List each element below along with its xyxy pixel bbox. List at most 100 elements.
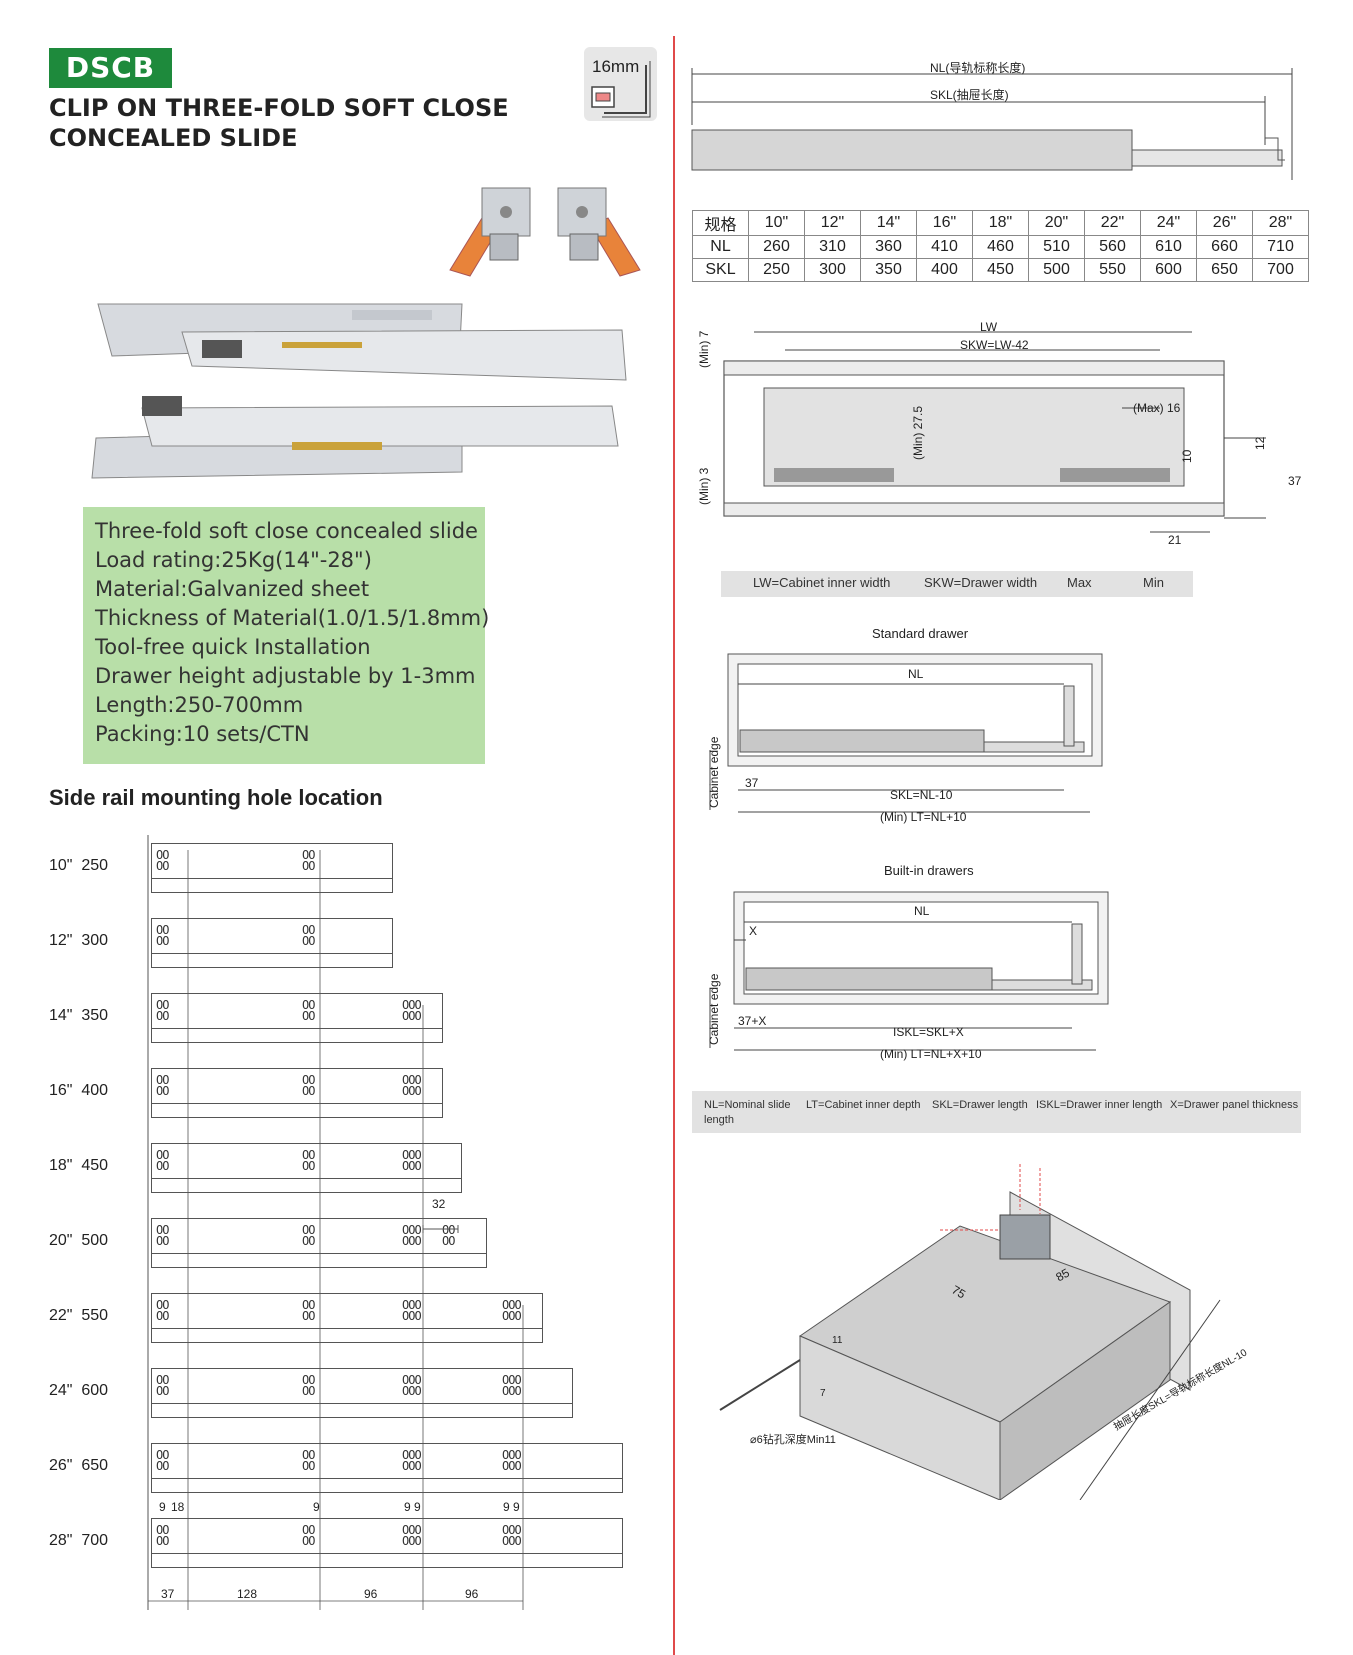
thickness-label: 16mm: [592, 57, 640, 76]
cabinet-edge-label: Cabinet edge: [707, 973, 721, 1045]
spec-cell: 600: [1140, 258, 1197, 282]
drill-note: ⌀6钻孔深度Min11: [750, 1434, 836, 1446]
d21-label: 21: [1168, 533, 1182, 547]
column-divider: [673, 36, 675, 1655]
nl-label: NL: [914, 904, 930, 918]
spec-cell: 410: [916, 235, 973, 259]
iskl-label: ISKL=SKL+X: [893, 1025, 964, 1039]
dim-96: 96: [364, 1587, 378, 1601]
spec-cell: 400: [916, 258, 973, 282]
rail-row-label: 22" 550: [49, 1307, 109, 1324]
spec-cell: 500: [1028, 258, 1085, 282]
spec-cell: 10": [748, 210, 805, 236]
spec-cell: 24": [1140, 210, 1197, 236]
min275-label: (Min) 27.5: [911, 405, 925, 460]
spec-cell: 550: [1084, 258, 1141, 282]
spec-cell: 260: [748, 235, 805, 259]
dim-9: 9: [513, 1500, 520, 1514]
rail-row-label: 14" 350: [49, 1007, 109, 1024]
spec-cell: 560: [1084, 235, 1141, 259]
d12-label: 12: [1253, 436, 1267, 450]
d37-label: 37: [745, 776, 759, 790]
spec-cell: 610: [1140, 235, 1197, 259]
x-label: X: [749, 924, 758, 938]
dim-9: 9: [503, 1500, 510, 1514]
spec-cell: 28": [1252, 210, 1309, 236]
standard-drawer-title: Standard drawer: [872, 626, 969, 641]
dim-37: 37: [161, 1587, 175, 1601]
min7-label: (Min) 7: [697, 330, 711, 368]
spec-cell: 310: [804, 235, 861, 259]
spec-cell: 360: [860, 235, 917, 259]
spec-cell: 规格: [692, 210, 749, 236]
spec-cell: 12": [804, 210, 861, 236]
spec-cell: 350: [860, 258, 917, 282]
definitions-legend: NL=Nominal slide LT=Cabinet inner depth …: [692, 1091, 1301, 1133]
spec-cell: 26": [1196, 210, 1253, 236]
d10-label: 10: [1180, 449, 1194, 463]
specification-box: Three-fold soft close concealed slide Lo…: [83, 507, 489, 764]
spec-cell: 18": [972, 210, 1029, 236]
side-rail-title: Side rail mounting hole location: [49, 785, 383, 810]
rail-row-label: 10" 250: [49, 857, 109, 874]
dim-9: 9: [414, 1500, 421, 1514]
skl-label: SKL(抽屉长度): [930, 88, 1009, 102]
spec-line: Tool-free quick Installation: [95, 635, 371, 659]
spec-cell: 22": [1084, 210, 1141, 236]
thickness-icon: 16mm: [584, 47, 657, 121]
d37-label: 37: [1288, 474, 1302, 488]
cross-section-legend: LW=Cabinet inner width SKW=Drawer width …: [721, 571, 1193, 597]
dim-128: 128: [237, 1587, 258, 1601]
dim-9: 9: [159, 1500, 166, 1514]
spec-cell: 14": [860, 210, 917, 236]
spec-line: Load rating:25Kg(14"-28"): [95, 548, 372, 572]
rail-row-label: 26" 650: [49, 1457, 109, 1474]
lt-label: (Min) LT=NL+X+10: [880, 1047, 982, 1061]
cross-section-diagram: [723, 331, 1266, 533]
builtin-drawer-diagram: [709, 891, 1109, 1051]
dim-9: 9: [313, 1500, 320, 1514]
spec-line: Length:250-700mm: [95, 693, 304, 717]
rail-row-label: 24" 600: [49, 1382, 109, 1399]
rail-row-label: 20" 500: [49, 1232, 109, 1249]
spec-cell: 20": [1028, 210, 1085, 236]
spec-cell: 660: [1196, 235, 1253, 259]
spec-cell: 250: [748, 258, 805, 282]
min3-label: (Min) 3: [697, 467, 711, 505]
